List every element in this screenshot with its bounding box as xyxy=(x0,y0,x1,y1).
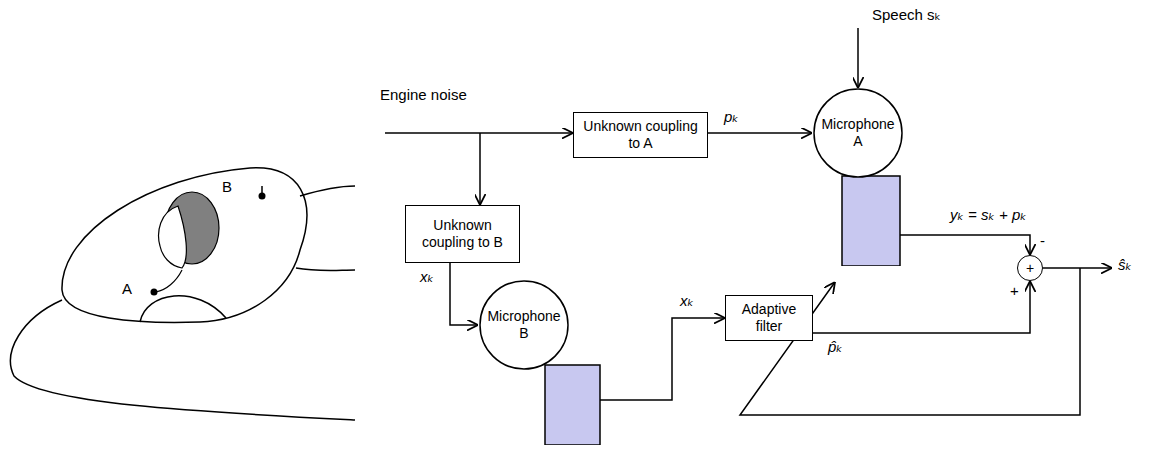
annotation: Speech sₖ xyxy=(872,6,941,24)
error-feedback xyxy=(740,268,1080,415)
signal-connector xyxy=(708,132,812,134)
node-text: Microphone B xyxy=(486,308,562,342)
microphone-symbol: Microphone B xyxy=(478,280,602,445)
microphone-symbol: Microphone A xyxy=(812,88,904,266)
signal-name: pₖ xyxy=(724,108,739,126)
microphone-body xyxy=(545,365,600,445)
signal-connector xyxy=(900,235,1030,255)
fuselage-top xyxy=(300,186,355,196)
face xyxy=(159,206,187,268)
text-holder: Adaptive filter xyxy=(726,296,812,340)
microphone-outline xyxy=(812,88,904,266)
microphone-head xyxy=(814,89,902,177)
microphone-body xyxy=(842,176,900,266)
text-holder: Unknown coupling to A xyxy=(574,113,707,157)
signal-name: yₖ = sₖ + pₖ xyxy=(950,206,1027,224)
signal-name: ŝₖ xyxy=(1118,256,1132,274)
process-box: Unknown coupling to A xyxy=(573,112,708,158)
annotation: + xyxy=(1010,282,1019,300)
engine-noise-branch xyxy=(479,133,481,205)
mic-boom xyxy=(156,270,182,292)
fuselage-bottom xyxy=(11,300,355,420)
signal-connector xyxy=(600,318,725,400)
microphone-outline xyxy=(478,280,602,445)
fuselage-side xyxy=(296,268,355,271)
speech-arrow xyxy=(857,28,859,88)
process-box: Adaptive filter xyxy=(725,295,813,341)
annotation: B xyxy=(222,178,232,196)
text-holder: Microphone B xyxy=(478,280,570,370)
process-box: Unknown coupling to B xyxy=(405,205,520,263)
text-holder: Microphone A xyxy=(812,88,904,178)
annotation: - xyxy=(1040,232,1045,250)
microphone-head xyxy=(480,281,568,369)
output-arrow xyxy=(1043,267,1112,269)
text-holder: + xyxy=(1018,256,1042,280)
engine-noise-line xyxy=(385,132,573,134)
signal-name: xₖ xyxy=(420,268,434,286)
canopy-outline xyxy=(62,168,307,323)
signal-name: xₖ xyxy=(680,292,694,310)
signal-name: p̂ₖ xyxy=(828,338,843,356)
node-text: Unknown coupling to B xyxy=(412,217,513,251)
annotation: Engine noise xyxy=(380,86,467,104)
mic-a-dot xyxy=(151,289,158,296)
shoulders xyxy=(140,296,226,322)
summing-junction: + xyxy=(1017,255,1043,281)
junction-sign: + xyxy=(1026,261,1034,275)
node-text: Unknown coupling to A xyxy=(580,118,701,152)
text-holder: Unknown coupling to B xyxy=(406,206,519,262)
signal-connector xyxy=(450,263,478,325)
signal-connector xyxy=(813,281,1030,333)
mic-b-dot xyxy=(259,193,266,200)
annotation: A xyxy=(122,280,132,298)
node-text: Adaptive filter xyxy=(732,301,806,335)
node-text: Microphone A xyxy=(820,116,896,150)
